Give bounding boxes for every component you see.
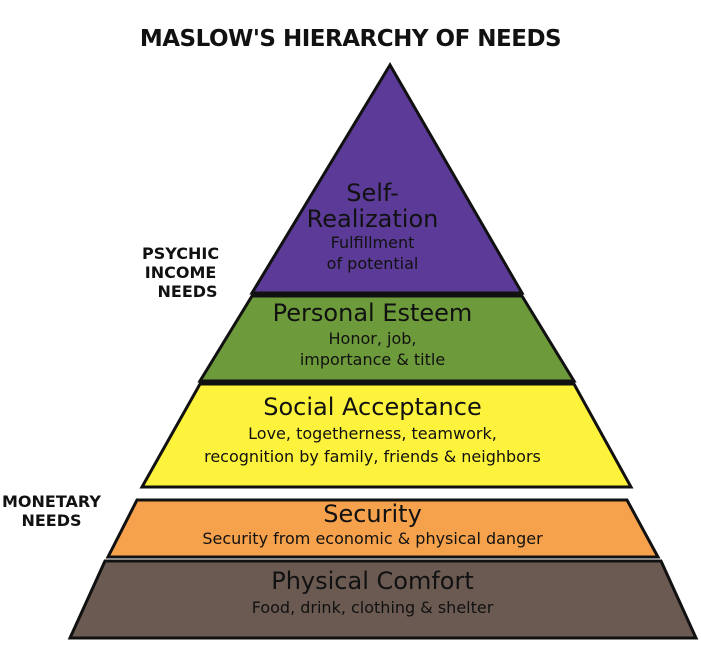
tier-security-text: Security Security from economic & physic… bbox=[22, 500, 701, 550]
tier-name: Realization bbox=[306, 205, 439, 233]
tier-social-acceptance bbox=[139, 382, 634, 489]
tier-description: Food, drink, clothing & shelter bbox=[251, 598, 494, 617]
tier-description: of potential bbox=[326, 254, 419, 273]
psychic-label-line: PSYCHIC bbox=[142, 244, 220, 263]
tier-name: Social Acceptance bbox=[263, 393, 482, 421]
tier-physical-comfort bbox=[67, 559, 699, 640]
psychic-income-needs-label: PSYCHIC INCOME NEEDS bbox=[142, 244, 219, 301]
monetary-needs-label: MONETARY NEEDS bbox=[2, 492, 101, 530]
tier-name: Personal Esteem bbox=[272, 299, 473, 327]
monetary-label-line: MONETARY bbox=[2, 492, 101, 511]
tier-description: Security from economic & physical danger bbox=[202, 529, 543, 548]
tier-description: Fulfillment bbox=[330, 233, 415, 252]
monetary-label-line: NEEDS bbox=[21, 511, 82, 530]
diagram-title: MASLOW'S HIERARCHY OF NEEDS bbox=[139, 26, 562, 52]
tier-self-realization bbox=[249, 62, 525, 295]
tier-security bbox=[105, 498, 661, 559]
tier-name: Self- bbox=[346, 179, 399, 207]
tier-description: recognition by family, friends & neighbo… bbox=[204, 447, 541, 466]
tier-personal-esteem bbox=[197, 294, 577, 383]
tier-description: Honor, job, bbox=[328, 329, 417, 348]
psychic-label-line: INCOME bbox=[144, 263, 217, 282]
tier-description: Love, togetherness, teamwork, bbox=[248, 424, 497, 443]
tier-self-realization-text: Self- Realization Fulfillment of potenti… bbox=[22, 180, 701, 274]
psychic-label-line: NEEDS bbox=[157, 282, 218, 301]
tier-description: importance & title bbox=[299, 350, 446, 369]
tier-personal-esteem-text: Personal Esteem Honor, job, importance &… bbox=[22, 298, 701, 370]
tier-physical-comfort-text: Physical Comfort Food, drink, clothing &… bbox=[22, 566, 701, 620]
tier-social-acceptance-text: Social Acceptance Love, togetherness, te… bbox=[22, 392, 701, 468]
tier-name: Security bbox=[323, 500, 422, 528]
tier-name: Physical Comfort bbox=[271, 567, 474, 595]
